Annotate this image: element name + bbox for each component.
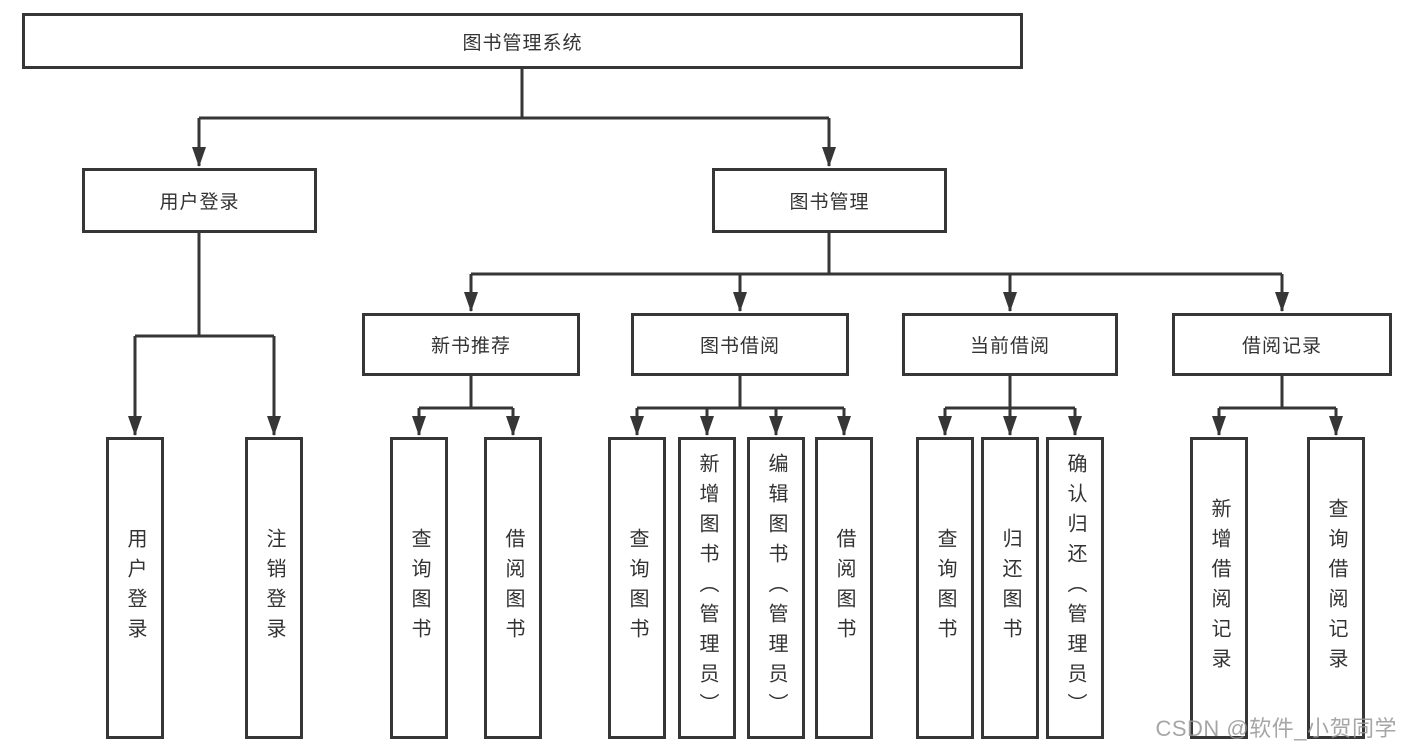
leaf-add-books-admin: 新增图书（管理员） bbox=[678, 437, 736, 739]
leaf-label: 查询图书 bbox=[626, 528, 648, 648]
node-new-book-recommend: 新书推荐 bbox=[362, 313, 580, 376]
leaf-label: 注销登录 bbox=[263, 528, 285, 648]
leaf-borrow-books-recommend: 借阅图书 bbox=[484, 437, 542, 739]
leaf-return-books: 归还图书 bbox=[981, 437, 1039, 739]
leaf-label: 查询图书 bbox=[408, 528, 430, 648]
node-label: 用户登录 bbox=[159, 192, 240, 213]
leaf-label: 借阅图书 bbox=[502, 528, 524, 648]
leaf-query-books-recommend: 查询图书 bbox=[390, 437, 448, 739]
node-label: 图书管理 bbox=[789, 192, 870, 213]
node-label: 当前借阅 bbox=[969, 336, 1050, 357]
leaf-label: 归还图书 bbox=[999, 528, 1021, 648]
node-current-borrow: 当前借阅 bbox=[902, 313, 1118, 376]
leaf-query-books-current: 查询图书 bbox=[916, 437, 974, 739]
leaf-user-login: 用户登录 bbox=[106, 437, 164, 739]
leaf-label: 查询借阅记录 bbox=[1325, 498, 1347, 678]
node-book-management-branch: 图书管理 bbox=[712, 168, 947, 233]
node-root-system: 图书管理系统 bbox=[22, 13, 1023, 69]
leaf-label: 新增图书（管理员） bbox=[696, 453, 718, 723]
leaf-label: 用户登录 bbox=[124, 528, 146, 648]
leaf-label: 确认归还（管理员） bbox=[1064, 453, 1086, 723]
leaf-label: 借阅图书 bbox=[833, 528, 855, 648]
leaf-add-borrow-record: 新增借阅记录 bbox=[1190, 437, 1248, 739]
leaf-label: 查询图书 bbox=[934, 528, 956, 648]
leaf-query-books-borrow: 查询图书 bbox=[608, 437, 666, 739]
node-user-login-branch: 用户登录 bbox=[82, 168, 317, 233]
leaf-confirm-return-admin: 确认归还（管理员） bbox=[1046, 437, 1104, 739]
node-label: 新书推荐 bbox=[430, 336, 511, 357]
leaf-borrow-books: 借阅图书 bbox=[815, 437, 873, 739]
leaf-edit-books-admin: 编辑图书（管理员） bbox=[747, 437, 805, 739]
leaf-logout: 注销登录 bbox=[245, 437, 303, 739]
csdn-watermark: CSDN @软件_小贺同学 bbox=[1155, 716, 1397, 741]
node-label: 图书借阅 bbox=[699, 336, 780, 357]
node-book-borrow: 图书借阅 bbox=[631, 313, 849, 376]
node-borrow-record: 借阅记录 bbox=[1172, 313, 1392, 376]
leaf-label: 新增借阅记录 bbox=[1208, 498, 1230, 678]
node-root-label: 图书管理系统 bbox=[462, 32, 583, 54]
leaf-label: 编辑图书（管理员） bbox=[765, 453, 787, 723]
node-label: 借阅记录 bbox=[1241, 336, 1322, 357]
leaf-query-borrow-record: 查询借阅记录 bbox=[1307, 437, 1365, 739]
